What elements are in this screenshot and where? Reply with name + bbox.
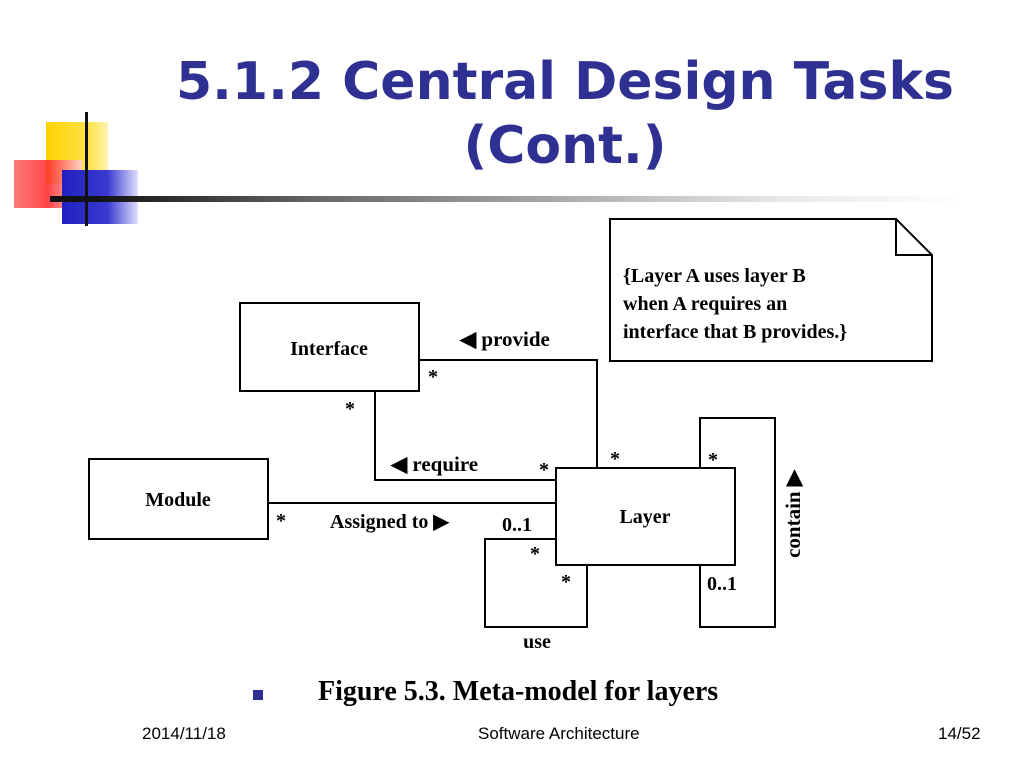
class-interface-label: Interface xyxy=(290,338,368,360)
mult-layer-assigned: 0..1 xyxy=(502,514,532,536)
use-self-association xyxy=(484,538,588,628)
mult-contain-top: * xyxy=(708,449,718,471)
figure-caption: Figure 5.3. Meta-model for layers xyxy=(318,676,719,707)
footer-date: 2014/11/18 xyxy=(142,724,226,743)
mult-interface-provide: * xyxy=(428,366,438,388)
mult-module-assigned: * xyxy=(276,510,286,532)
footer-course: Software Architecture xyxy=(478,724,640,743)
provide-label: ◀ provide xyxy=(459,327,550,351)
require-association xyxy=(374,391,556,481)
class-layer: Layer xyxy=(555,467,736,566)
footer-page-number: 14/52 xyxy=(938,724,981,743)
note-line-1: {Layer A uses layer B xyxy=(623,265,806,287)
class-layer-label: Layer xyxy=(619,506,670,528)
mult-contain-bottom: 0..1 xyxy=(707,573,737,595)
class-interface: Interface xyxy=(239,302,420,392)
contain-label: contain ▶ xyxy=(781,469,805,558)
title-line-2: (Cont.) xyxy=(463,116,667,176)
require-label: ◀ require xyxy=(390,452,478,476)
use-label: use xyxy=(523,631,551,653)
note-line-3: interface that B provides.} xyxy=(623,321,847,343)
provide-association xyxy=(419,359,598,468)
decor-vertical-line xyxy=(85,112,88,226)
mult-interface-require: * xyxy=(345,398,355,420)
mult-use-top: * xyxy=(530,543,540,565)
mult-layer-provide: * xyxy=(610,448,620,470)
class-module: Module xyxy=(88,458,269,540)
multiplicities: * * * * * 0..1 * * * 0..1 xyxy=(276,366,737,595)
mult-layer-require: * xyxy=(539,459,549,481)
assigned-to-label: Assigned to ▶ xyxy=(330,511,450,533)
class-module-label: Module xyxy=(145,489,211,511)
contain-self-association xyxy=(699,417,776,628)
constraint-note: {Layer A uses layer B when A requires an… xyxy=(609,218,933,362)
slide-title: 5.1.2 Central Design Tasks (Cont.) xyxy=(150,50,980,178)
association-lines xyxy=(268,359,776,628)
mult-use-bottom: * xyxy=(561,571,571,593)
title-line-1: 5.1.2 Central Design Tasks xyxy=(175,52,955,112)
note-line-2: when A requires an xyxy=(623,293,787,315)
title-rule xyxy=(50,196,965,202)
caption-bullet-icon xyxy=(253,690,263,700)
